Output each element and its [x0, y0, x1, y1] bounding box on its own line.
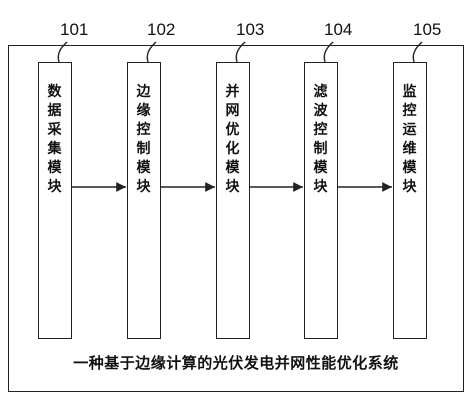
module-label-103: 并 网 优 化 模 块 — [225, 84, 240, 195]
module-label-105: 监 控 运 维 模 块 — [402, 84, 417, 195]
module-label-104: 滤 波 控 制 模 块 — [313, 84, 328, 195]
ref-number-102: 102 — [147, 20, 176, 39]
module-box-102: 边 缘 控 制 模 块 — [127, 62, 161, 339]
system-caption: 一种基于边缘计算的光伏发电并网性能优化系统 — [73, 354, 399, 372]
ref-number-103: 103 — [236, 20, 265, 39]
leader-line-101 — [57, 41, 68, 63]
module-box-101: 数 据 采 集 模 块 — [38, 62, 72, 339]
leader-line-103 — [235, 41, 246, 63]
ref-number-104: 104 — [324, 20, 353, 39]
leader-line-104 — [323, 41, 334, 63]
module-box-104: 滤 波 控 制 模 块 — [304, 62, 338, 339]
module-label-102: 边 缘 控 制 模 块 — [136, 84, 151, 195]
leader-line-102 — [146, 41, 157, 63]
ref-number-105: 105 — [413, 20, 442, 39]
system-frame — [8, 45, 464, 392]
module-box-105: 监 控 运 维 模 块 — [393, 62, 427, 339]
leader-line-105 — [412, 41, 423, 63]
ref-number-101: 101 — [60, 20, 89, 39]
module-label-101: 数 据 采 集 模 块 — [47, 84, 62, 195]
module-box-103: 并 网 优 化 模 块 — [216, 62, 250, 339]
